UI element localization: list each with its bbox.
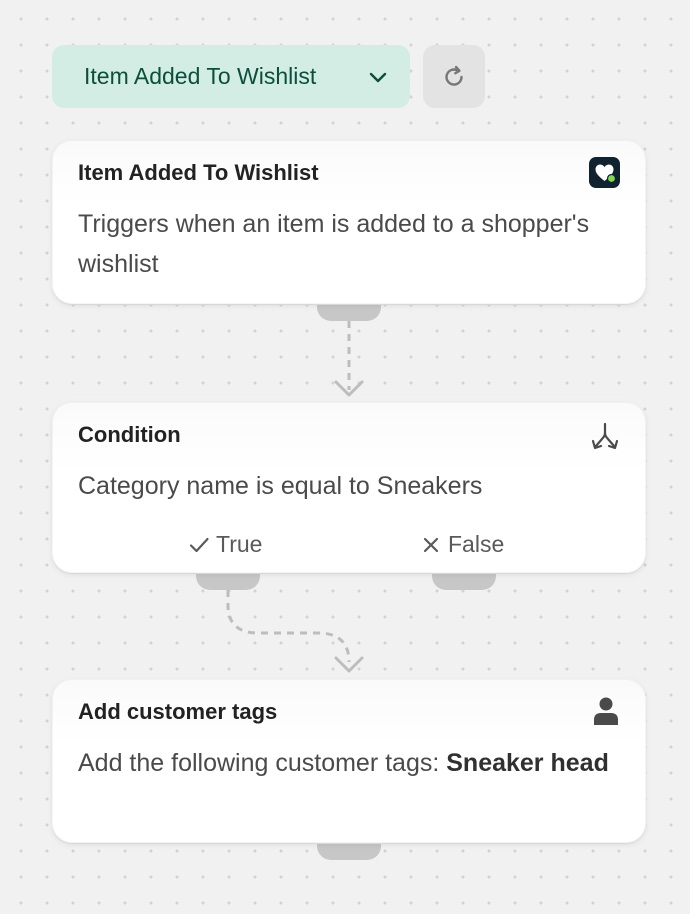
action-description-prefix: Add the following customer tags:	[78, 749, 447, 777]
action-card-description: Add the following customer tags: Sneaker…	[78, 743, 620, 783]
split-arrows-icon	[591, 422, 619, 450]
condition-card-title: Condition	[78, 422, 181, 447]
action-card-title: Add customer tags	[78, 699, 278, 724]
false-branch-handle[interactable]	[432, 573, 496, 590]
true-branch-text: True	[216, 531, 263, 557]
person-icon	[594, 697, 618, 725]
close-icon	[423, 537, 439, 552]
false-branch-label[interactable]: False	[420, 531, 504, 558]
condition-card-description: Category name is equal to Sneakers	[78, 472, 483, 500]
true-branch-label[interactable]: True	[188, 531, 262, 558]
trigger-output-handle[interactable]	[317, 304, 381, 321]
true-branch-handle[interactable]	[196, 573, 260, 590]
action-card[interactable]: Add customer tags Add the following cust…	[52, 679, 646, 843]
refresh-button[interactable]	[423, 45, 485, 108]
trigger-card-description: Triggers when an item is added to a shop…	[78, 210, 590, 278]
heart-wishlist-icon	[589, 157, 620, 188]
check-icon	[189, 537, 209, 552]
chevron-down-icon	[369, 72, 387, 83]
trigger-select[interactable]: Item Added To Wishlist	[52, 45, 410, 108]
refresh-icon	[445, 65, 463, 86]
customer-tag-value: Sneaker head	[446, 749, 609, 777]
action-output-handle[interactable]	[317, 843, 381, 860]
condition-card[interactable]: Condition Category name is equal to Snea…	[52, 402, 646, 573]
trigger-card-title: Item Added To Wishlist	[78, 160, 319, 185]
false-branch-text: False	[448, 531, 505, 557]
trigger-card[interactable]: Item Added To Wishlist Triggers when an …	[52, 140, 646, 304]
trigger-select-label: Item Added To Wishlist	[84, 63, 317, 89]
